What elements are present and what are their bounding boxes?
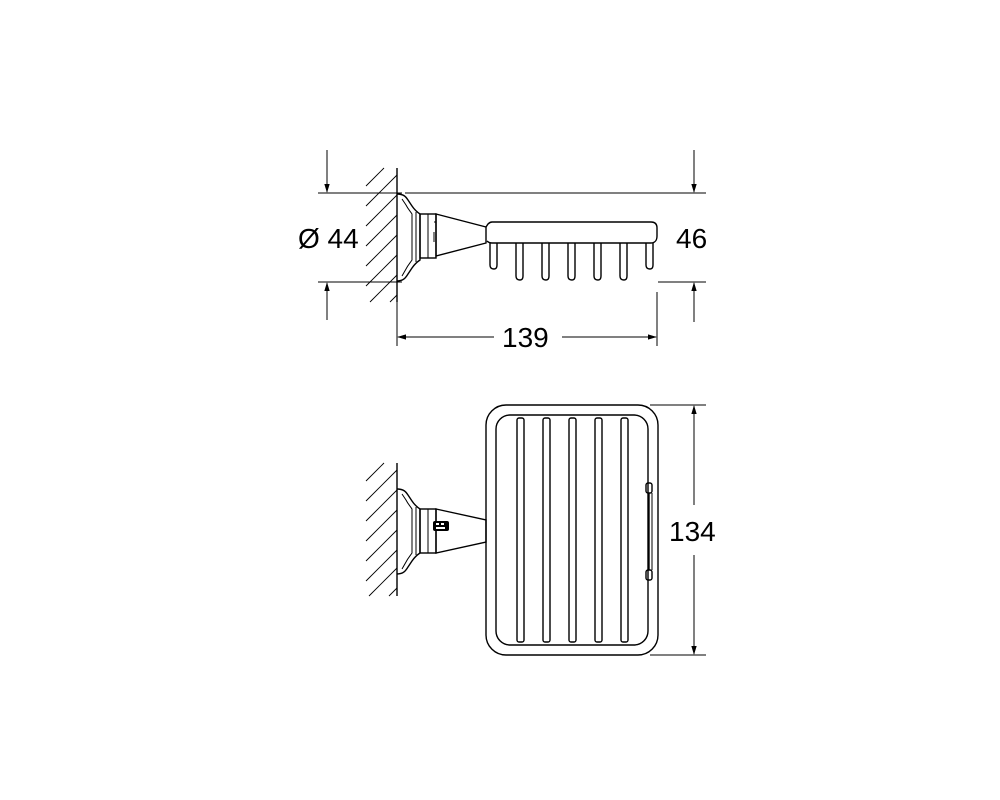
dimension-depth: 134	[650, 404, 716, 656]
depth-label: 134	[669, 516, 716, 547]
flange-diameter-label: Ø 44	[298, 223, 359, 254]
basket-top	[485, 404, 659, 656]
wall-flange-side	[396, 193, 421, 282]
basket-bars	[516, 417, 629, 643]
wall-hatching-top	[365, 462, 398, 597]
height-label: 46	[676, 223, 707, 254]
support-arm-top	[419, 508, 487, 554]
dimension-height: 46	[405, 150, 707, 322]
basket-side	[485, 221, 658, 281]
brand-logo-mark	[433, 521, 449, 531]
side-view: Ø 44 46 139	[298, 150, 707, 353]
top-view: 134	[365, 404, 716, 656]
projection-label: 139	[502, 322, 549, 353]
support-arm-side	[419, 213, 487, 259]
wall-flange-top	[396, 488, 421, 575]
basket-tines	[489, 243, 654, 281]
wall-hatching-side	[365, 167, 398, 303]
basket-front-lip	[645, 482, 653, 581]
dimension-flange-diameter: Ø 44	[298, 150, 402, 320]
dimension-projection: 139	[396, 292, 658, 353]
